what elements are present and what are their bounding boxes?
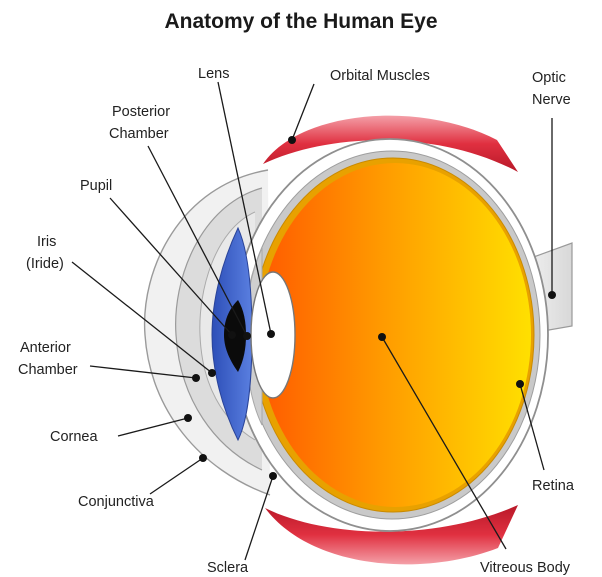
label-iris-1: Iris <box>37 234 56 250</box>
label-anterior-chamber-2: Chamber <box>18 362 78 378</box>
label-vitreous-body: Vitreous Body <box>480 560 571 576</box>
label-conjunctiva: Conjunctiva <box>78 494 155 510</box>
label-optic-nerve-1: Optic <box>532 70 566 86</box>
label-pupil: Pupil <box>80 178 112 194</box>
label-iris-2: (Iride) <box>26 256 64 272</box>
label-anterior-chamber-1: Anterior <box>20 340 71 356</box>
label-posterior-chamber-1: Posterior <box>112 104 170 120</box>
label-retina: Retina <box>532 478 575 494</box>
label-orbital-muscles: Orbital Muscles <box>330 68 430 84</box>
label-lens: Lens <box>198 66 229 82</box>
label-cornea: Cornea <box>50 429 98 445</box>
label-sclera: Sclera <box>207 560 249 576</box>
label-optic-nerve-2: Nerve <box>532 92 571 108</box>
vitreous-body <box>259 163 531 507</box>
label-posterior-chamber-2: Chamber <box>109 126 169 142</box>
